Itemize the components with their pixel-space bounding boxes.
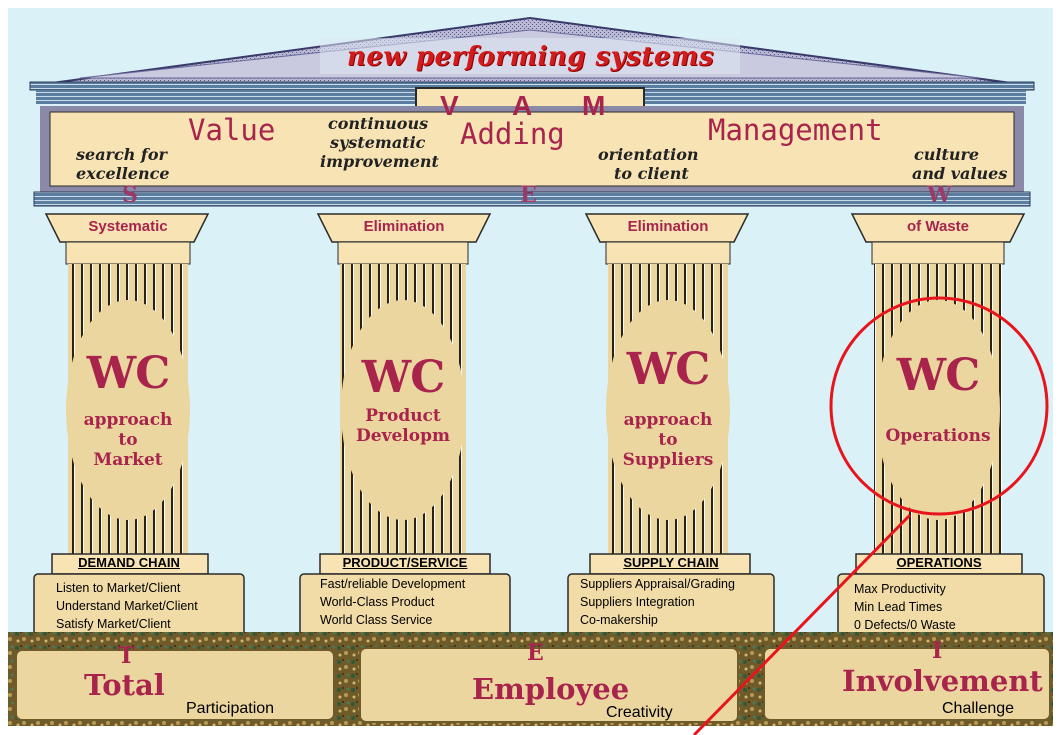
sew-letter-s: S [122,182,138,208]
wc-sub-1-line1: approach [83,410,173,430]
vam-letter-a: A [512,90,533,121]
foundation [8,632,1053,726]
frieze-phrase-4-line1: culture [914,145,980,164]
wc-sub-2: Product Developm [328,406,478,446]
base-list-1: Listen to Market/Client Understand Marke… [56,579,198,633]
base-title-2: PRODUCT/SERVICE [342,555,468,570]
base-list-3: Suppliers Appraisal/Grading Suppliers In… [580,575,735,629]
base-title-3: SUPPLY CHAIN [623,555,719,570]
frieze-phrase-1-line2: excellence [76,164,170,183]
frieze-value-word: Value [188,113,276,147]
base-item: Satisfy Market/Client [56,617,171,631]
wc-title-4: WC [896,350,980,401]
frieze-phrase-2-line2: systematic [330,133,426,152]
base-item: World-Class Product [320,595,435,609]
wc-sub-3-line2: to [658,430,678,450]
base-item: Min Lead Times [854,600,943,614]
foundation-word-involvement: Involvement [842,664,1043,698]
base-item: Understand Market/Client [56,599,198,613]
frieze-phrase-2-line3: improvement [320,152,439,171]
wc-sub-1: approach to Market [53,410,203,470]
wc-sub-3-line3: Suppliers [622,450,714,470]
foundation-sub-participation: Participation [186,700,275,717]
wc-sub-4-line1: Operations [885,426,991,446]
sew-letter-e: E [520,182,537,208]
base-item: Co-makership [580,613,658,627]
foundation-word-employee: Employee [472,672,630,706]
foundation-sub-challenge: Challenge [942,700,1015,717]
highlight-annotation [692,296,1049,735]
foundation-sub-creativity: Creativity [606,704,673,721]
frieze-phrase-3-line2: to client [614,164,689,183]
roof-title: new performing systems [346,42,715,72]
base-title-1: DEMAND CHAIN [78,555,180,570]
wc-sub-2-line2: Developm [356,426,450,446]
base-item: Max Productivity [854,582,946,596]
wc-sub-3: approach to Suppliers [593,410,743,470]
frieze-phrase-1-line1: search for [76,145,167,164]
capital-label-4: of Waste [907,218,969,235]
foundation-letter-e: E [527,640,544,666]
frieze-phrase-1: search for excellence [76,145,170,183]
base-item: 0 Defects/0 Waste [854,618,956,632]
base-title-4: OPERATIONS [896,555,982,570]
foundation-word-total: Total [84,668,165,702]
base-item: Fast/reliable Development [320,577,466,591]
base-item: Suppliers Appraisal/Grading [580,577,735,591]
wc-sub-2-line1: Product [365,406,441,426]
wc-sub-1-line2: to [118,430,138,450]
base-item: Suppliers Integration [580,595,695,609]
roof-pediment [29,16,1035,91]
frieze-adding-word: Adding [460,117,565,151]
base-list-2: Fast/reliable Development World-Class Pr… [320,575,465,629]
frieze-phrase-2: continuous systematic improvement [320,114,439,171]
frieze-phrase-4-line2: and values [912,164,1008,183]
vam-letter-m: M [582,90,606,121]
vam-letter-v: V [440,90,459,121]
base-list-4: Max Productivity Min Lead Times 0 Defect… [854,580,956,634]
capital-label-3: Elimination [627,218,709,235]
frieze-phrase-4: culture and values [912,145,1008,183]
wc-title-3: WC [626,344,710,395]
wc-sub-1-line3: Market [93,450,163,470]
frieze-phrase-3-line1: orientation [598,145,699,164]
wc-title-2: WC [361,352,445,403]
wc-sub-4: Operations [863,426,1013,446]
frieze-phrase-2-line1: continuous [328,114,429,133]
column-2 [299,213,511,639]
capital-label-2: Elimination [363,218,445,235]
column-3 [567,213,775,639]
capital-label-1: Systematic [88,218,168,235]
base-item: World Class Service [320,613,433,627]
wc-sub-3-line1: approach [623,410,713,430]
frieze-management-word: Management [708,113,883,147]
column-1 [33,213,245,639]
wc-title-1: WC [86,348,170,399]
foundation-letter-t: T [118,643,135,669]
frieze-panel [33,106,1031,207]
foundation-letter-i: I [932,638,943,664]
frieze-phrase-3: orientation to client [598,145,699,183]
base-item: Listen to Market/Client [56,581,181,595]
sew-letter-w: W [927,182,952,208]
